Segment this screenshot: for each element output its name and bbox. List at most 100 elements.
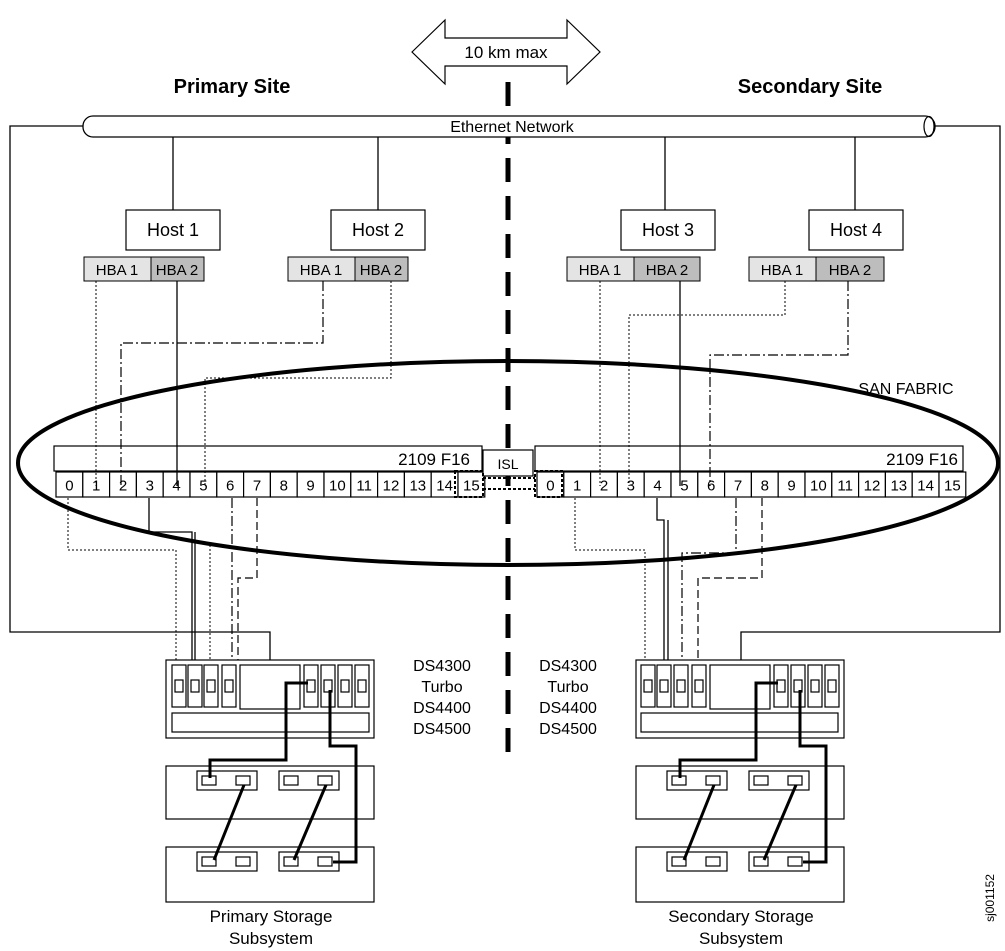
model-label: DS4300 [539, 658, 597, 675]
hba-1-label: HBA 1 [579, 262, 622, 279]
secondary-drive-loop-b [798, 690, 828, 864]
switch-model: 2109 F16 [886, 450, 958, 469]
switch-port-label: 12 [383, 478, 400, 495]
switch-port-label: 5 [680, 478, 688, 495]
switch-port [135, 471, 164, 498]
switch-port-label: 14 [436, 478, 453, 495]
controller-slot [354, 664, 370, 708]
switch-port [831, 471, 860, 498]
switch-port [403, 471, 432, 498]
controller-slot [320, 664, 336, 708]
hba-1-label: HBA 1 [96, 262, 139, 279]
secondary-storage-controller [635, 659, 845, 739]
model-label: Turbo [547, 679, 588, 696]
switch-port [350, 471, 379, 498]
hba-2-label: HBA 2 [360, 262, 403, 279]
switch-port [108, 471, 137, 498]
secondary-site-label: Secondary Site [738, 76, 883, 98]
storage-models-right: DS4300 Turbo DS4400 DS4500 [539, 658, 597, 738]
switch-port-label: 12 [864, 478, 881, 495]
link-host4-hba2 [709, 281, 849, 486]
link-sw1-p3a [148, 498, 193, 660]
secondary-enclosure-2 [635, 846, 845, 903]
hba-2-label: HBA 2 [829, 262, 872, 279]
isl-label: ISL [497, 456, 518, 472]
primary-drive-link-2 [292, 784, 328, 861]
figure-id: sj001152 [983, 874, 997, 922]
switch-port-label: 13 [890, 478, 907, 495]
model-label: DS4300 [413, 658, 471, 675]
link-sw2-p7 [681, 498, 737, 660]
secondary-drive-link-1 [682, 784, 716, 861]
primary-drive-loop-a [208, 681, 308, 778]
switch-port [55, 471, 84, 498]
network-loop-left [9, 125, 271, 660]
switch-port [884, 471, 913, 498]
controller-slot [691, 664, 707, 708]
switch-port-label: 8 [761, 478, 769, 495]
switch-port-label: 9 [787, 478, 795, 495]
hba-1-label: HBA 1 [761, 262, 804, 279]
switch-port-label: 1 [573, 478, 581, 495]
switch-port-label: 7 [734, 478, 742, 495]
hba-1-label: HBA 1 [300, 262, 343, 279]
controller-slot [673, 664, 689, 708]
link-sw1-p0 [67, 498, 177, 660]
host-name: Host 3 [642, 220, 694, 240]
primary-storage-controller [165, 659, 375, 739]
switch-port [296, 471, 325, 498]
host-1: Host 1 HBA 1 HBA 2 [83, 209, 221, 282]
switch-port [589, 471, 618, 498]
model-label: DS4400 [539, 700, 597, 717]
switch-port [616, 471, 645, 498]
host-4: Host 4 HBA 1 HBA 2 [748, 209, 904, 282]
switch-port-label: 11 [837, 478, 853, 495]
hba-2-label: HBA 2 [646, 262, 689, 279]
switch-port [804, 471, 833, 498]
switch-port [82, 471, 111, 498]
switch-port-label: 6 [226, 478, 234, 495]
switch-port [911, 471, 940, 498]
primary-site-label: Primary Site [174, 76, 291, 98]
link-sw2-p4a [656, 498, 665, 660]
switch-port-label: 2 [600, 478, 608, 495]
controller-slot [171, 664, 187, 708]
switch-port-label: 11 [356, 478, 372, 495]
primary-drive-loop-b [328, 690, 358, 864]
switch-port [670, 471, 699, 498]
host-name: Host 4 [830, 220, 882, 240]
switch-port [938, 471, 967, 498]
controller-slot [640, 664, 656, 708]
switch-port [216, 471, 245, 498]
switch-port-label: 10 [810, 478, 827, 495]
model-label: DS4400 [413, 700, 471, 717]
primary-drive-link-1 [212, 784, 246, 861]
switch-port-label: 6 [707, 478, 715, 495]
secondary-drive-link-2 [762, 784, 798, 861]
switch-port [269, 471, 298, 498]
storage-models-left: DS4300 Turbo DS4400 DS4500 [413, 658, 471, 738]
isl-link: ISL [454, 449, 563, 498]
switch-port-label: 2 [119, 478, 127, 495]
controller-slot [656, 664, 672, 708]
switch-port-label: 15 [944, 478, 961, 495]
primary-enclosure-1 [165, 765, 375, 820]
controller-slot [187, 664, 203, 708]
host-name: Host 1 [147, 220, 199, 240]
switch-port-label: 4 [653, 478, 661, 495]
network-loop-right [740, 125, 1001, 660]
link-sw1-p7 [237, 498, 258, 660]
primary-storage-caption-1: Primary Storage [210, 907, 333, 926]
switch-port-label: 15 [463, 478, 480, 495]
switch-port [697, 471, 726, 498]
switch-port-label: 10 [329, 478, 346, 495]
distance-label: 10 km max [464, 43, 548, 62]
controller-slot [790, 664, 806, 708]
secondary-storage-caption-1: Secondary Storage [668, 907, 814, 926]
switch-port-label: 0 [65, 478, 73, 495]
model-label: DS4500 [539, 721, 597, 738]
